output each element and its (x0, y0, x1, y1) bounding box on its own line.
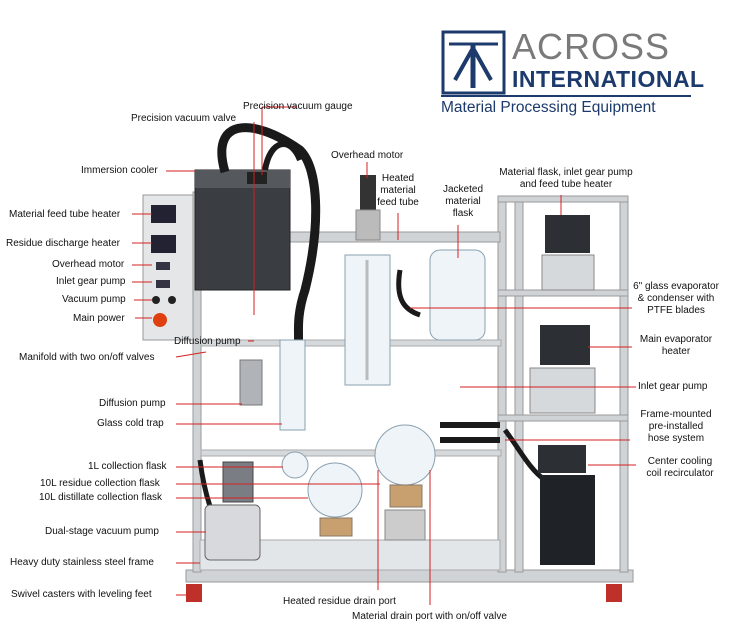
label-heated-residue-drain: Heated residue drain port (283, 596, 396, 607)
label-jacketed-material-flask: Jacketed material flask (442, 184, 484, 219)
label-overhead-motor-left: Overhead motor (52, 259, 125, 270)
label-inlet-gear-pump-right: Inlet gear pump (638, 381, 708, 392)
label-vacuum-pump: Vacuum pump (62, 294, 126, 305)
across-logo-icon (441, 30, 506, 95)
brand-name-line1: ACROSS (512, 26, 671, 67)
label-frame-mounted-hose: Frame-mounted pre-installed hose system (640, 409, 712, 444)
label-material-feed-tube-heater: Material feed tube heater (9, 209, 121, 220)
label-material-flask-pump-heater: Material flask, inlet gear pump and feed… (499, 167, 633, 190)
label-diffusion-pump-lower: Diffusion pump (99, 398, 166, 409)
label-dual-stage-vacuum-pump: Dual-stage vacuum pump (45, 526, 159, 537)
label-manifold: Manifold with two on/off valves (19, 352, 155, 363)
label-precision-vacuum-gauge: Precision vacuum gauge (243, 101, 353, 112)
label-main-power: Main power (73, 313, 125, 324)
label-stainless-frame: Heavy duty stainless steel frame (10, 557, 154, 568)
label-main-evaporator-heater: Main evaporator heater (639, 334, 713, 357)
brand-name-line2: INTERNATIONAL (512, 66, 705, 92)
label-material-drain-port: Material drain port with on/off valve (352, 611, 507, 622)
brand-tagline: Material Processing Equipment (441, 99, 656, 116)
label-collection-flask-1l: 1L collection flask (88, 461, 167, 472)
label-precision-vacuum-valve: Precision vacuum valve (131, 113, 237, 124)
brand-divider (441, 95, 691, 97)
label-heated-material-feed-tube: Heated material feed tube (377, 173, 419, 208)
label-glass-evaporator: 6" glass evaporator & condenser with PTF… (633, 281, 719, 316)
label-inlet-gear-pump-left: Inlet gear pump (56, 276, 126, 287)
label-residue-collection-10l: 10L residue collection flask (40, 478, 160, 489)
label-residue-discharge-heater: Residue discharge heater (6, 238, 120, 249)
label-distillate-collection-10l: 10L distillate collection flask (39, 492, 163, 503)
label-center-cooling: Center cooling coil recirculator (646, 456, 714, 479)
leader-lines (132, 106, 636, 605)
label-swivel-casters: Swivel casters with leveling feet (11, 589, 152, 600)
label-diffusion-pump-upper: Diffusion pump (174, 336, 241, 347)
label-immersion-cooler: Immersion cooler (81, 165, 158, 176)
label-glass-cold-trap: Glass cold trap (97, 418, 164, 429)
label-overhead-motor-top: Overhead motor (331, 150, 404, 161)
